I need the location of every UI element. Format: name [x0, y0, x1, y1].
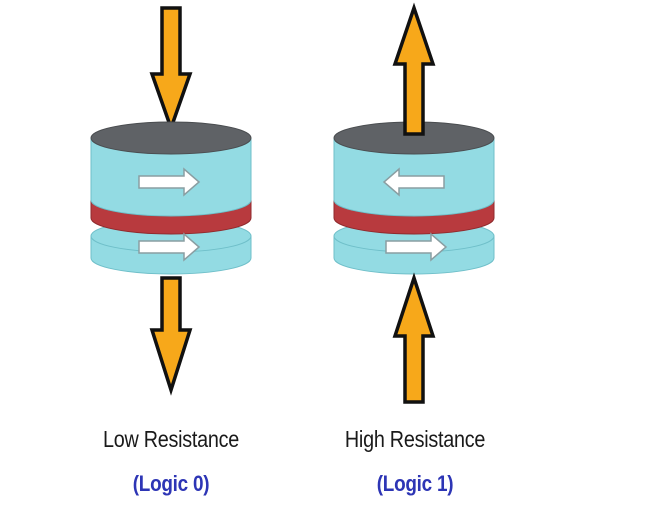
current-arrow-out-up — [392, 2, 436, 136]
free-layer-top — [90, 121, 252, 155]
current-arrow-out-down — [149, 276, 193, 396]
magnetization-arrow-right-icon — [138, 232, 201, 262]
magnetization-arrow-right-icon — [385, 232, 448, 262]
low-resistance-label: Low Resistance — [102, 426, 240, 452]
current-arrow-in-up — [392, 272, 436, 404]
magnetization-arrow-left-icon — [382, 167, 445, 197]
high-resistance-label: High Resistance — [344, 426, 486, 452]
mtj-cell-left — [90, 6, 252, 396]
magnetization-arrow-right-icon — [138, 167, 201, 197]
mtj-cell-right — [333, 2, 495, 404]
logic-1-label: (Logic 1) — [376, 471, 454, 496]
logic-0-label: (Logic 0) — [132, 471, 210, 496]
current-arrow-in-down — [149, 6, 193, 134]
